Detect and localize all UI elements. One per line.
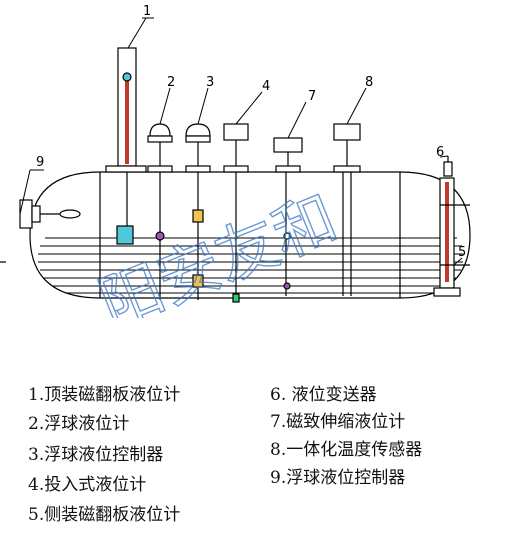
side-flap-gauge (433, 156, 470, 297)
top-flap-gauge (105, 47, 147, 245)
callout-4: 4 (262, 79, 270, 94)
vessel-outline (29, 171, 471, 299)
legend-item-2: 2.浮球液位计 (28, 414, 130, 434)
float-controller (185, 123, 211, 300)
callout-9: 9 (36, 155, 44, 170)
magnetostrictive-gauge (273, 137, 303, 296)
legend-item-1: 1.顶装磁翻板液位计 (28, 385, 181, 405)
legend-item-3: 3.浮球液位控制器 (28, 445, 164, 465)
callout-1: 1 (143, 4, 151, 19)
submersible-gauge (223, 123, 249, 303)
callout-2: 2 (167, 75, 175, 90)
callout-7: 7 (308, 89, 316, 104)
callout-leaders (19, 17, 463, 266)
float-gauge (147, 123, 173, 300)
tank-diagram: 1 2 3 4 7 8 6 5 9 (0, 4, 471, 303)
legend-item-7: 7.磁致伸缩液位计 (270, 412, 406, 432)
legend-item-5: 5.侧装磁翻板液位计 (28, 505, 181, 525)
liquid-lines (38, 237, 463, 294)
callout-8: 8 (365, 75, 373, 90)
callout-5: 5 (458, 245, 466, 260)
side-float-controller (19, 199, 81, 229)
legend-item-4: 4.投入式液位计 (28, 475, 147, 495)
legend-item-6: 6. 液位变送器 (270, 385, 377, 405)
legend-item-9: 9.浮球液位控制器 (270, 468, 406, 488)
callout-3: 3 (206, 75, 214, 90)
temperature-sensor (333, 123, 361, 296)
callout-6: 6 (436, 145, 444, 160)
legend-item-8: 8.一体化温度传感器 (270, 440, 423, 460)
vessel-left-weld (99, 172, 401, 298)
